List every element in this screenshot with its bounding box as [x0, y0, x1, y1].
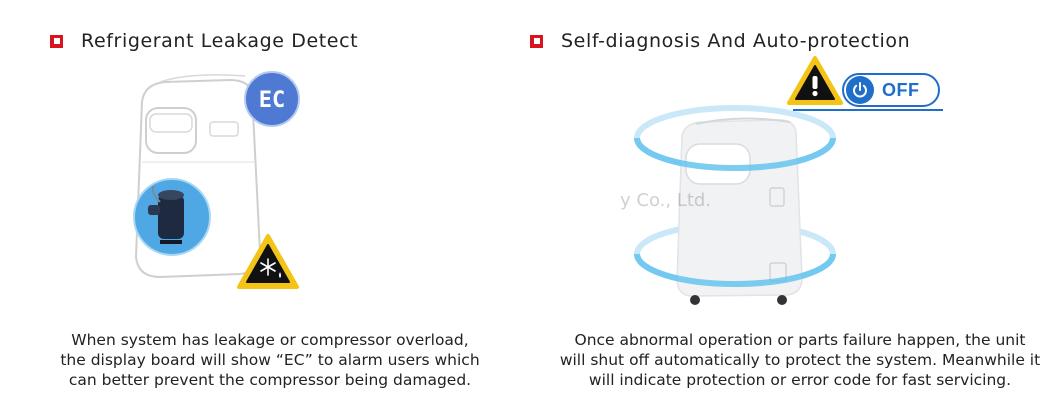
description-line: will indicate protection or error code f… — [588, 371, 1012, 389]
leakage-detect-title: Refrigerant Leakage Detect — [81, 30, 359, 52]
ec-display-badge: EC — [244, 71, 300, 127]
power-off-toggle: OFF — [842, 73, 940, 107]
auto-protection-title: Self-diagnosis And Auto-protection — [561, 30, 911, 52]
compressor-icon — [133, 178, 211, 256]
leakage-illustration — [133, 74, 262, 279]
description-line: can better prevent the compressor being … — [68, 371, 472, 389]
description-line: Once abnormal operation or parts failure… — [574, 331, 1026, 349]
description-line: When system has leakage or compressor ov… — [71, 331, 469, 349]
leakage-detect-panel: Refrigerant Leakage Detect EC — [50, 30, 480, 389]
leakage-detect-heading: Refrigerant Leakage Detect — [50, 30, 358, 52]
connector-line — [793, 109, 943, 111]
auto-protection-description: Once abnormal operation or parts failure… — [535, 330, 1060, 390]
watermark-text: y Co., Ltd. — [620, 190, 712, 211]
leakage-description: When system has leakage or compressor ov… — [5, 330, 535, 390]
ac-unit-illustration — [634, 105, 836, 305]
description-line: will shut off automatically to protect t… — [559, 351, 1041, 369]
power-icon — [846, 76, 874, 104]
ec-code-label: EC — [259, 88, 286, 113]
power-status-label: OFF — [882, 79, 920, 100]
red-square-bullet-icon — [50, 34, 63, 48]
description-line: the display board will show “EC” to alar… — [60, 351, 480, 369]
snowflake-icon — [260, 258, 276, 276]
warning-icon — [787, 56, 843, 105]
auto-protection-panel: Self-diagnosis And Auto-protection OF — [530, 0, 1060, 400]
red-square-bullet-icon — [530, 34, 543, 48]
auto-protection-heading: Self-diagnosis And Auto-protection — [530, 30, 910, 52]
refrigerant-warning-icon — [237, 234, 299, 289]
